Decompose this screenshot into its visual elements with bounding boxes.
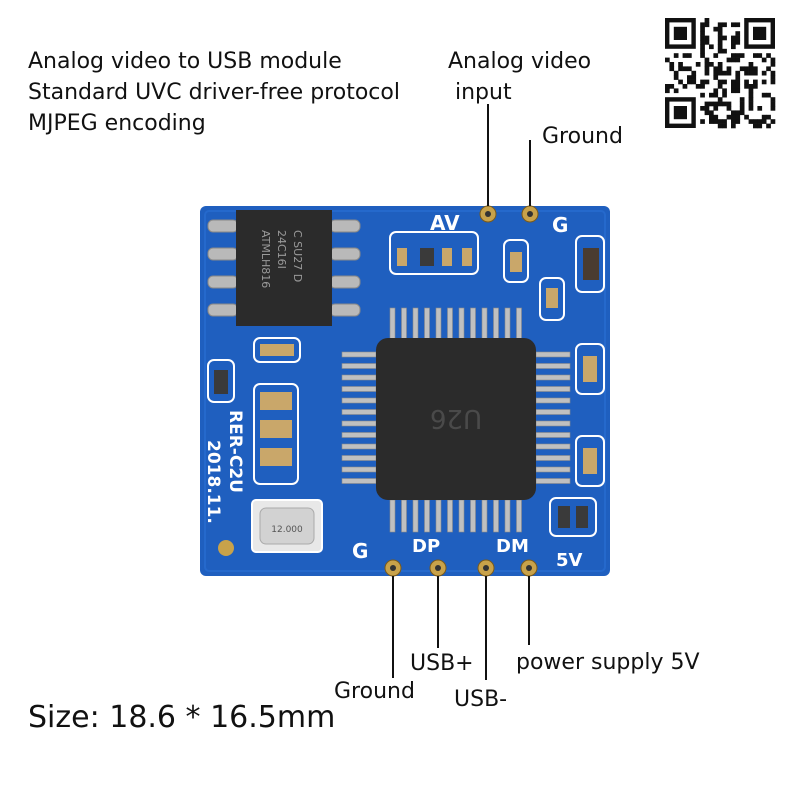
ic-pin <box>401 499 407 533</box>
eeprom-marking-1: ATMLH816 <box>259 230 272 288</box>
callout-top-ground: Ground <box>542 124 623 149</box>
ic-pin <box>401 307 407 341</box>
silk-dp: DP <box>412 536 440 557</box>
description-line-1: Analog video to USB module <box>28 49 342 74</box>
crystal-oscillator: 12.000 <box>251 499 323 553</box>
silk-model: RER-C2U <box>225 410 245 493</box>
ic-pin <box>341 397 377 404</box>
main-ic-body <box>376 338 536 500</box>
eeprom-body <box>236 210 332 326</box>
ic-pin <box>535 386 571 392</box>
qr-code <box>665 18 776 129</box>
smd-parts <box>214 248 599 528</box>
ic-pin <box>470 307 476 341</box>
silk-g-bottom: G <box>352 539 368 563</box>
ic-pin <box>341 363 377 369</box>
ic-pin <box>341 443 377 450</box>
ic-pin <box>516 307 522 341</box>
silk-dm: DM <box>496 536 529 557</box>
ic-pin <box>341 466 377 473</box>
ic-pin <box>412 307 419 341</box>
ic-pin <box>535 432 571 438</box>
ic-pin <box>481 499 488 533</box>
ic-pin <box>341 478 377 484</box>
bottom-pads <box>384 559 538 577</box>
ic-pin <box>389 307 396 341</box>
ic-pin <box>535 455 571 461</box>
ic-pin <box>470 499 476 533</box>
silk-5v: 5V <box>556 550 583 571</box>
callout-power: power supply 5V <box>516 650 700 675</box>
ic-pin <box>341 455 377 461</box>
ic-pin <box>412 499 419 533</box>
ic-pin <box>535 443 571 450</box>
leader-lines <box>392 104 531 680</box>
callout-usb-plus: USB+ <box>410 651 474 676</box>
ic-pin <box>516 499 522 533</box>
ic-pin <box>458 499 465 533</box>
ic-pin <box>535 351 571 358</box>
passive-components <box>207 231 605 537</box>
ic-pin <box>447 499 453 533</box>
ic-pin <box>458 307 465 341</box>
main-ic-marking: U26 <box>430 403 482 433</box>
ic-pin <box>341 351 377 358</box>
ic-pin <box>341 386 377 392</box>
ic-pin <box>424 307 430 341</box>
ic-pin <box>341 409 377 415</box>
ic-pin <box>535 363 571 369</box>
description-line-2: Standard UVC driver-free protocol <box>28 80 400 105</box>
eeprom-chip: ATMLH816 24C16I C SU27 D <box>207 210 361 326</box>
silk-g-top: G <box>552 213 568 237</box>
ic-pin <box>493 307 499 341</box>
eeprom-marking-2: 24C16I <box>275 230 288 269</box>
ic-pin <box>341 420 377 427</box>
ic-pin <box>535 409 571 415</box>
top-pads <box>479 205 539 223</box>
ic-pin <box>535 466 571 473</box>
module-description: Analog video to USB module Standard UVC … <box>28 46 400 139</box>
silk-date: 2018.11. <box>203 440 223 524</box>
ic-pin <box>535 374 571 381</box>
callout-av-input-line1: Analog video <box>448 49 592 74</box>
main-ic: U26 <box>341 307 571 533</box>
callout-usb-minus: USB- <box>454 687 508 712</box>
ic-pin <box>504 307 511 341</box>
ic-pin <box>435 307 442 341</box>
ic-pin <box>535 420 571 427</box>
crystal-marking: 12.000 <box>271 525 303 535</box>
ic-pin <box>493 499 499 533</box>
ic-pin <box>341 432 377 438</box>
ic-pin <box>447 307 453 341</box>
ic-pin <box>435 499 442 533</box>
size-label: Size: 18.6 * 16.5mm <box>28 700 336 735</box>
ic-pin <box>424 499 430 533</box>
ic-pin <box>481 307 488 341</box>
ic-pin <box>535 397 571 404</box>
ic-pin <box>389 499 396 533</box>
eeprom-marking-3: C SU27 D <box>291 230 304 282</box>
description-line-3: MJPEG encoding <box>28 111 206 136</box>
ic-pin <box>504 499 511 533</box>
callout-bottom-ground: Ground <box>334 679 415 704</box>
mounting-via <box>218 540 234 556</box>
ic-pin <box>341 374 377 381</box>
ic-pin <box>535 478 571 484</box>
callout-av-input-line2: input <box>455 80 512 105</box>
